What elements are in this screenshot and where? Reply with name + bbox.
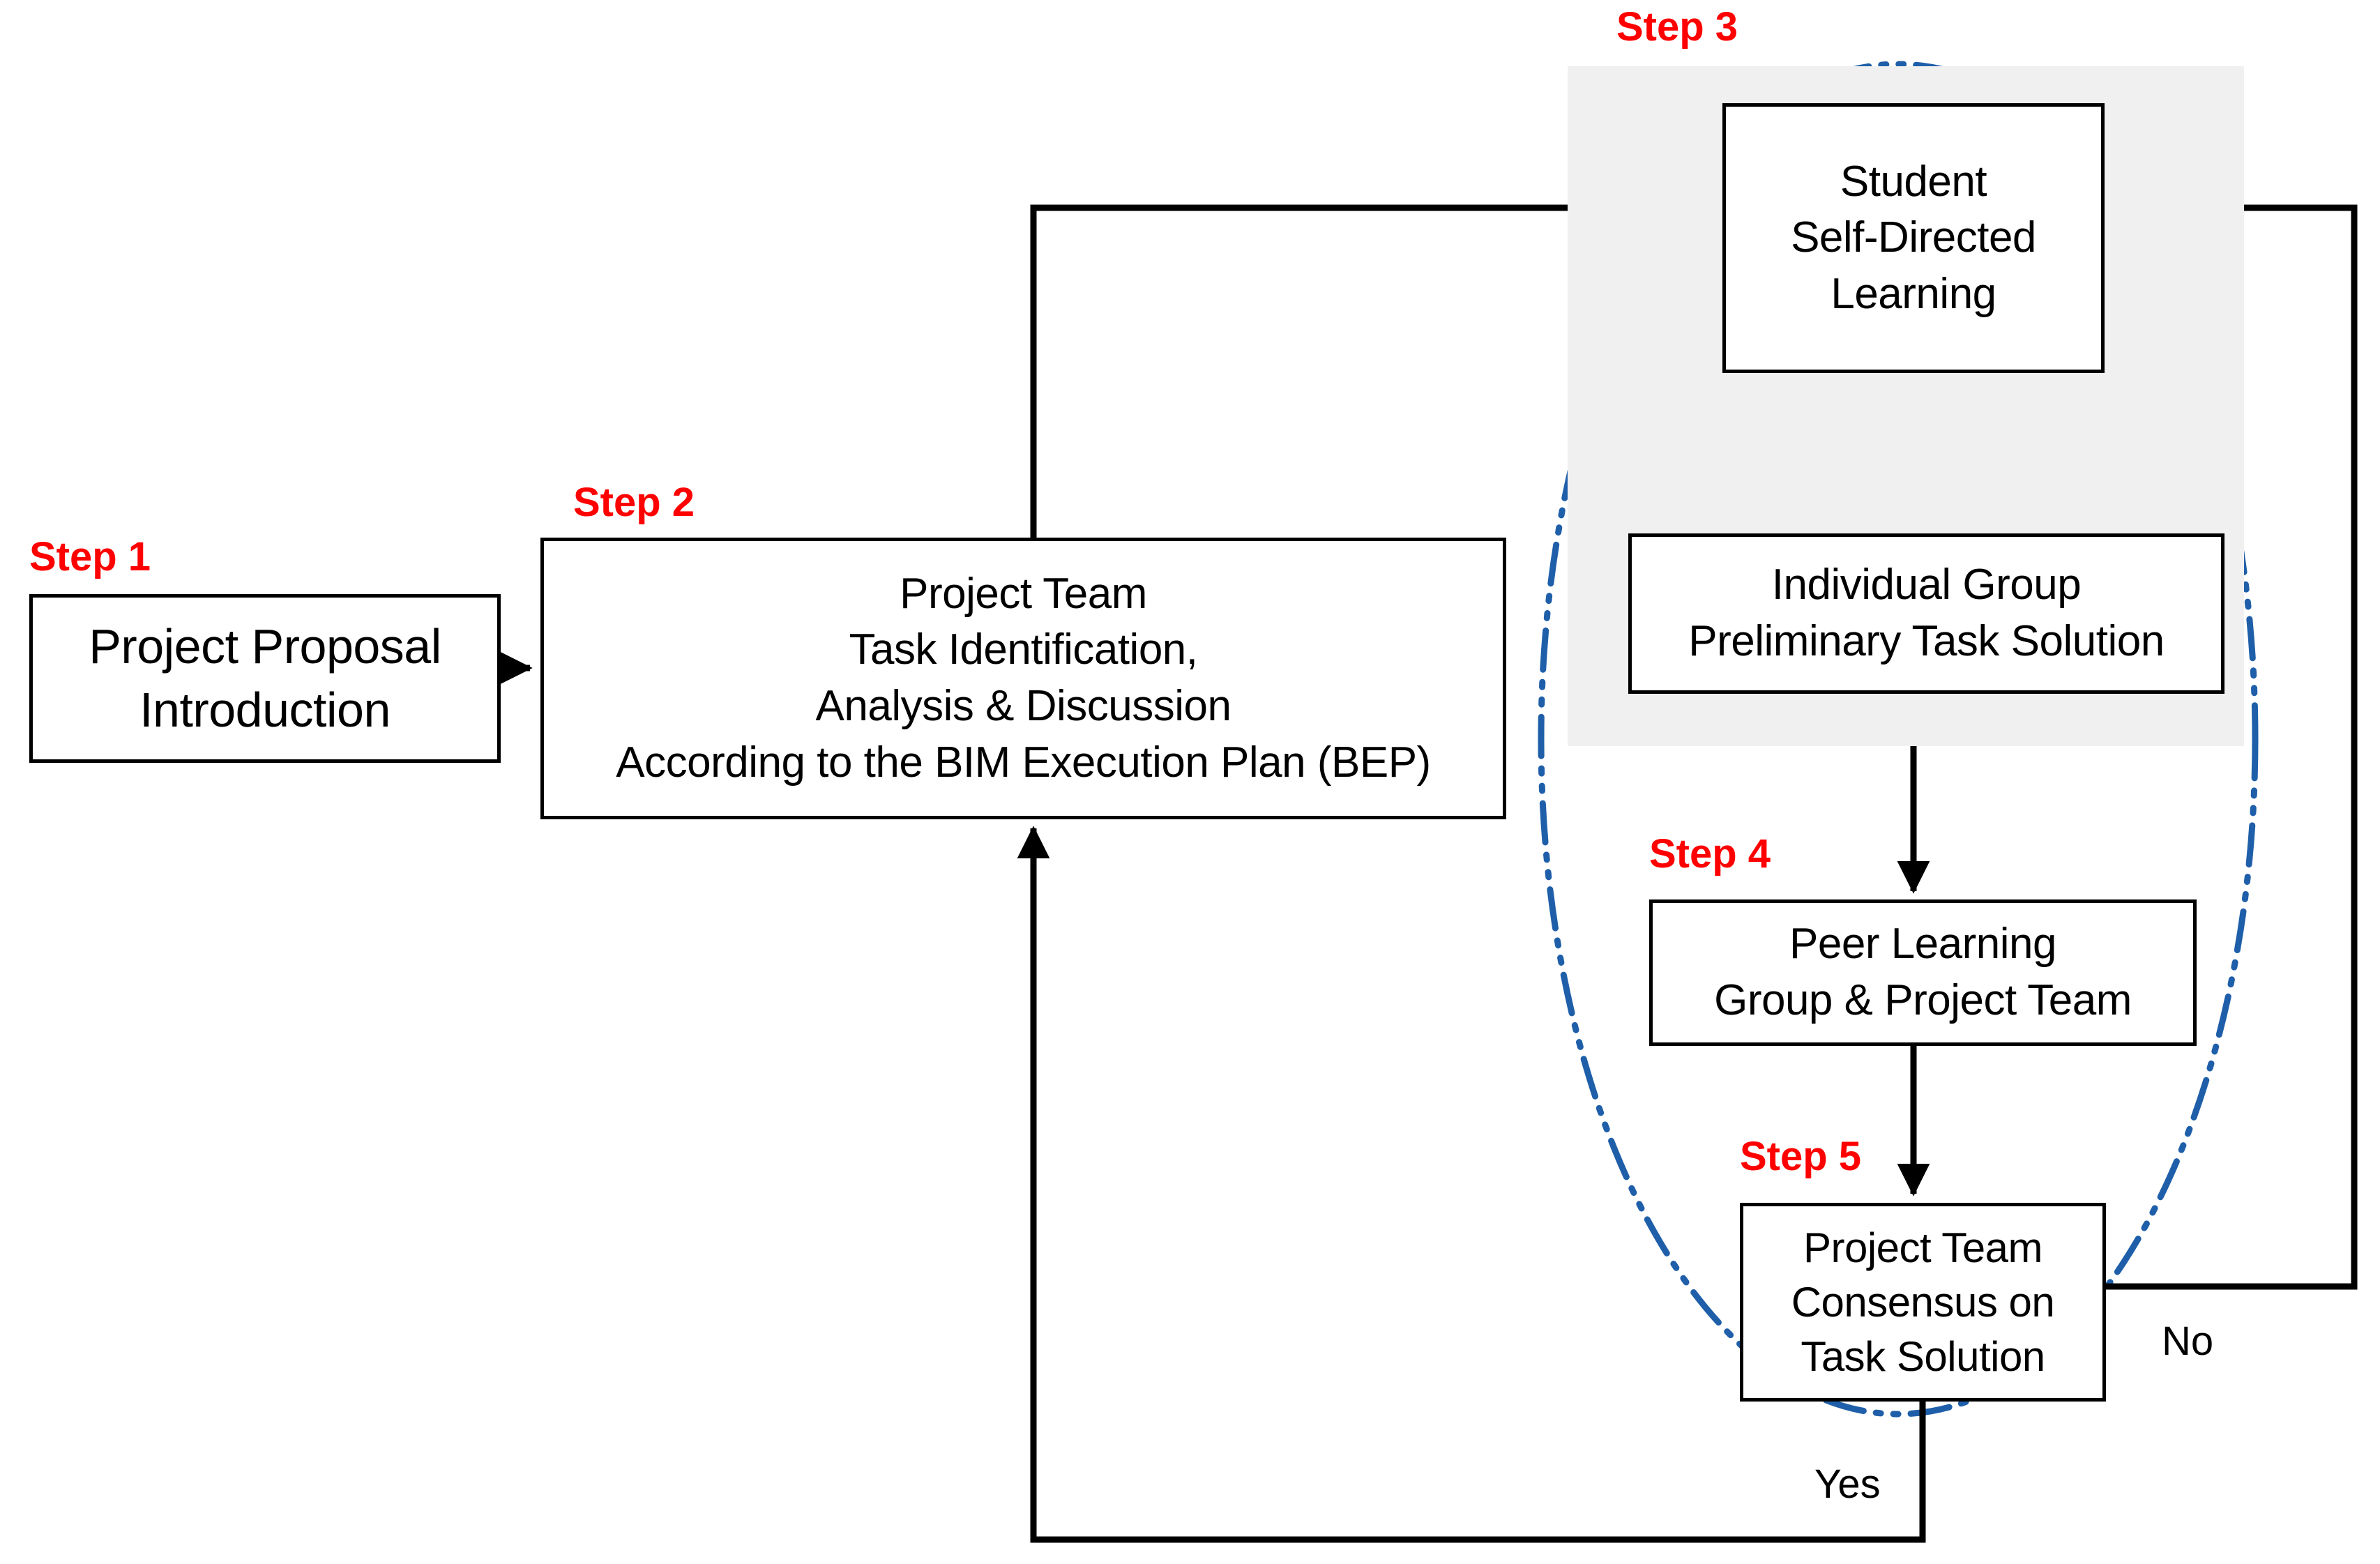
node-consensus-line-2: Consensus on — [1791, 1278, 2055, 1326]
node-project-team-task-line-3: Analysis & Discussion — [815, 682, 1231, 730]
step-label-1: Step 1 — [29, 534, 151, 579]
node-project-proposal-line-1: Project Proposal — [89, 619, 441, 674]
node-individual-group-line-1: Individual Group — [1771, 561, 2082, 609]
node-project-team-task[interactable]: Project Team Task Identification, Analys… — [540, 538, 1506, 819]
edge-team-to-student — [1030, 191, 1715, 538]
node-project-proposal-line-2: Introduction — [139, 683, 391, 737]
step-label-3: Step 3 — [1616, 4, 1738, 50]
node-project-team-task-line-1: Project Team — [900, 569, 1147, 618]
step-label-4: Step 4 — [1649, 831, 1771, 876]
node-project-team-task-line-2: Task Identification, — [849, 625, 1198, 674]
node-student-self-directed-line-2: Self-Directed — [1791, 213, 2036, 262]
edge-yes-loop — [1017, 826, 1926, 1543]
edge-label-yes: Yes — [1814, 1461, 1881, 1507]
node-individual-group-line-2: Preliminary Task Solution — [1688, 617, 2165, 665]
node-peer-learning-line-2: Group & Project Team — [1714, 976, 2132, 1024]
edge-label-no: No — [2162, 1319, 2214, 1364]
iterative-cycle-ellipse — [1538, 61, 2259, 1418]
node-peer-learning-line-1: Peer Learning — [1789, 920, 2057, 969]
node-student-self-directed-line-1: Student — [1840, 157, 1987, 206]
node-consensus-line-3: Task Solution — [1801, 1333, 2045, 1380]
step-label-5: Step 5 — [1740, 1134, 1862, 1179]
node-consensus[interactable]: Project Team Consensus on Task Solution — [1740, 1203, 2106, 1402]
node-student-self-directed-line-3: Learning — [1831, 269, 1996, 318]
node-project-team-task-line-4: According to the BIM Execution Plan (BEP… — [616, 738, 1431, 787]
node-student-self-directed[interactable]: Student Self-Directed Learning — [1722, 103, 2105, 373]
node-individual-group[interactable]: Individual Group Preliminary Task Soluti… — [1628, 533, 2224, 694]
node-project-proposal[interactable]: Project Proposal Introduction — [29, 594, 501, 763]
node-peer-learning[interactable]: Peer Learning Group & Project Team — [1649, 899, 2197, 1046]
node-consensus-line-1: Project Team — [1803, 1224, 2043, 1271]
step-label-2: Step 2 — [573, 480, 695, 525]
